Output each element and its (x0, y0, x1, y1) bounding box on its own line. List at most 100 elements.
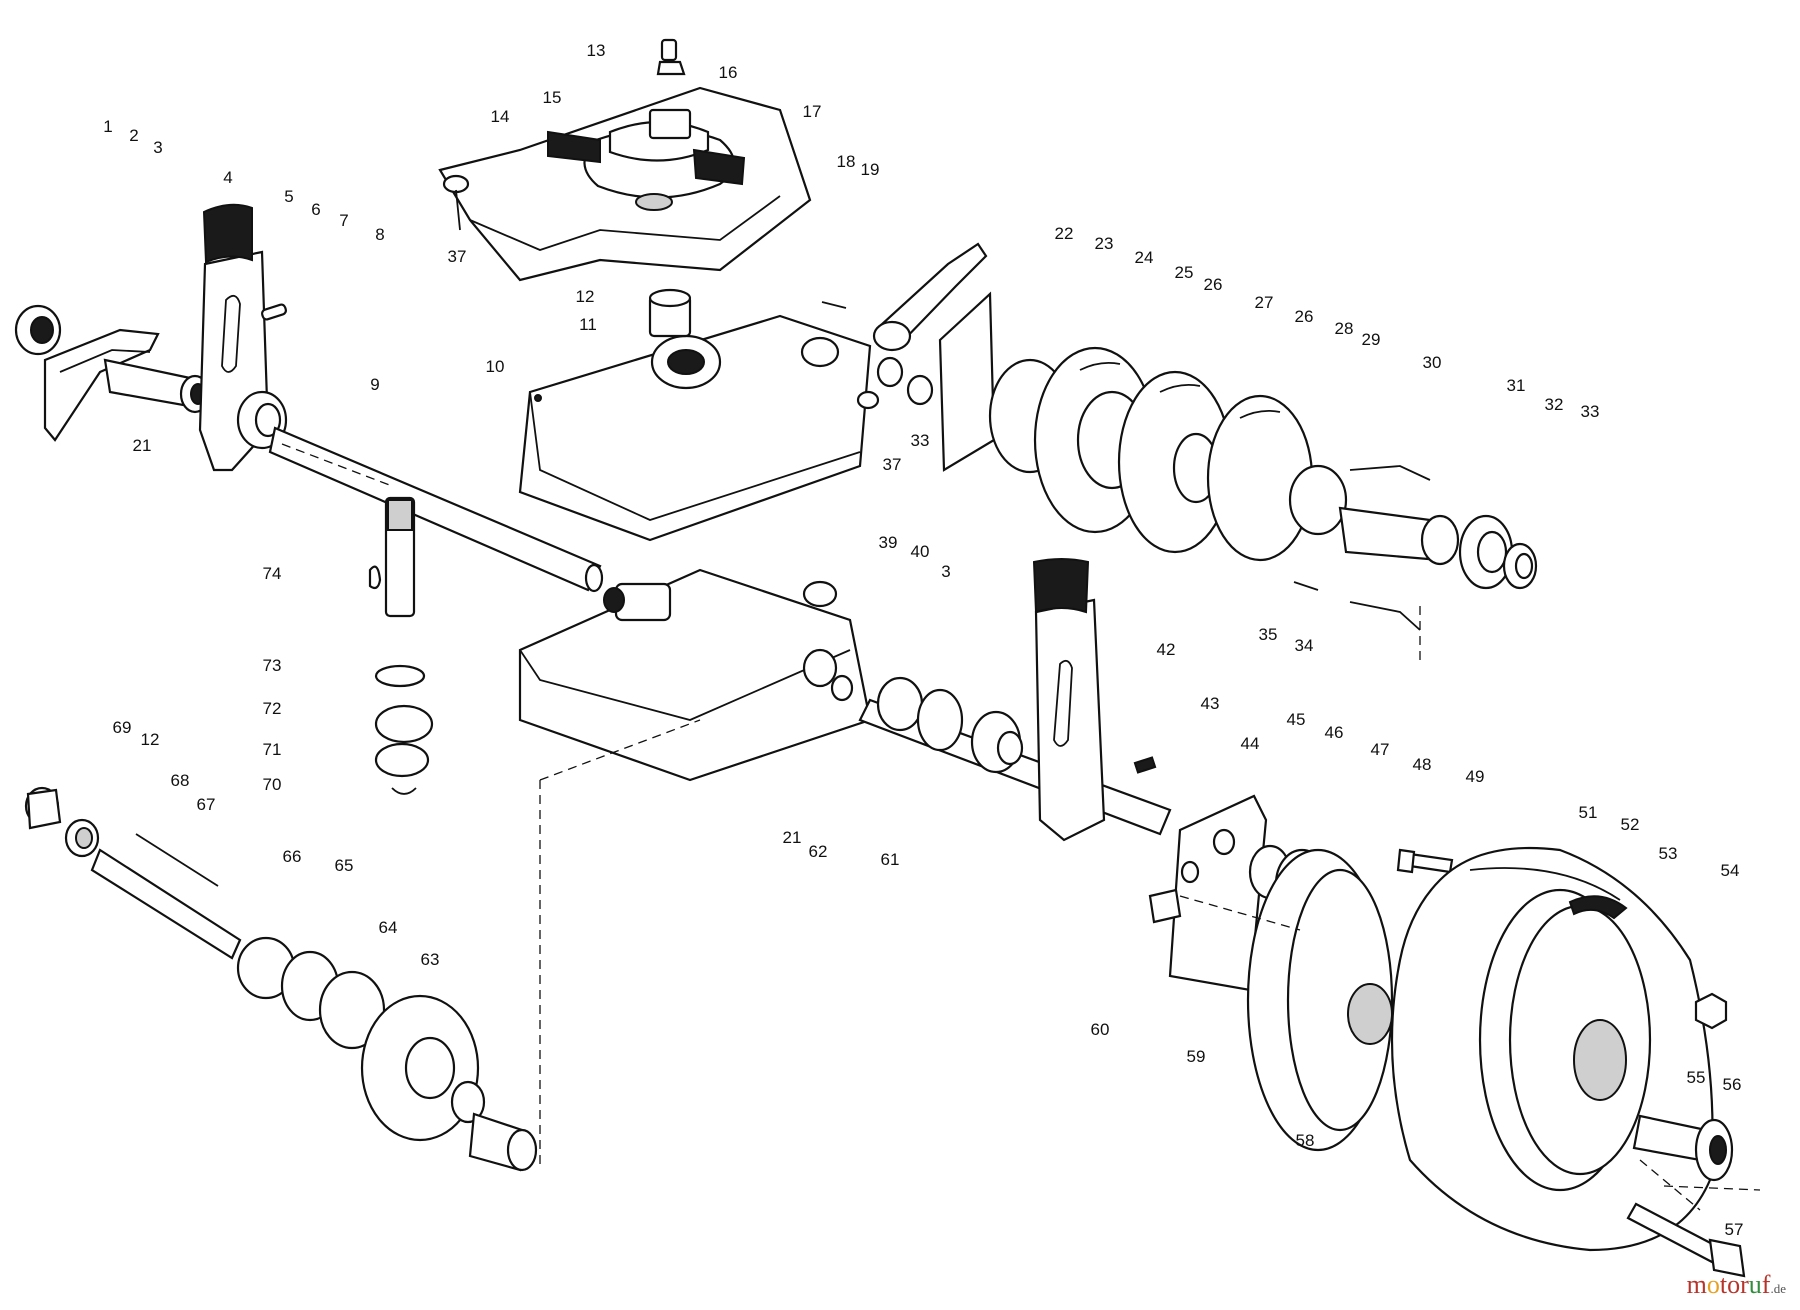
part-label-52: 52 (1621, 815, 1640, 834)
part-label-54: 54 (1721, 861, 1740, 880)
part-label-42: 42 (1157, 640, 1176, 659)
part-spring-clips-30 (1293, 465, 1431, 631)
part-gear-train (24, 786, 538, 1172)
part-label-68: 68 (171, 771, 190, 790)
part-label-74: 74 (263, 564, 282, 583)
part-belt-14 (547, 130, 601, 164)
part-label-23: 23 (1095, 234, 1114, 253)
part-label-72: 72 (263, 699, 282, 718)
part-label-65: 65 (335, 856, 354, 875)
part-label-37: 37 (883, 455, 902, 474)
part-label-67: 67 (197, 795, 216, 814)
part-wheel-bracket-44 (1148, 794, 1268, 992)
part-label-43: 43 (1201, 694, 1220, 713)
part-label-64: 64 (379, 918, 398, 937)
part-label-11: 11 (579, 315, 597, 334)
part-long-shaft-8 (268, 426, 604, 593)
part-label-9: 9 (370, 375, 379, 394)
part-bolt-48 (1396, 848, 1454, 874)
part-label-70: 70 (263, 775, 282, 794)
part-clutch-discs (988, 346, 1348, 562)
part-label-47: 47 (1371, 740, 1390, 759)
part-label-14: 14 (491, 107, 510, 126)
part-label-39: 39 (879, 533, 898, 552)
part-label-3: 3 (153, 138, 162, 157)
part-label-10: 10 (486, 357, 505, 376)
part-label-1: 1 (103, 117, 112, 136)
part-label-8: 8 (375, 225, 384, 244)
part-label-21: 21 (783, 828, 802, 847)
part-label-5: 5 (284, 187, 293, 206)
part-label-30: 30 (1423, 353, 1442, 372)
part-pin-6 (260, 303, 288, 321)
part-label-49: 49 (1466, 767, 1485, 786)
part-label-16: 16 (719, 63, 738, 82)
part-label-71: 71 (263, 740, 282, 759)
part-label-35: 35 (1259, 625, 1278, 644)
part-label-59: 59 (1187, 1047, 1206, 1066)
part-label-37: 37 (448, 247, 467, 266)
part-label-12: 12 (141, 730, 160, 749)
part-label-15: 15 (543, 88, 562, 107)
drawing (14, 38, 1761, 1278)
part-label-24: 24 (1135, 248, 1154, 267)
part-label-57: 57 (1725, 1220, 1744, 1239)
part-label-2: 2 (129, 126, 138, 145)
part-label-25: 25 (1175, 263, 1194, 282)
part-label-17: 17 (803, 102, 822, 121)
part-cover-plate (438, 86, 812, 282)
part-label-61: 61 (881, 850, 900, 869)
part-label-4: 4 (223, 168, 232, 187)
part-label-7: 7 (339, 211, 348, 230)
part-axle (858, 676, 1172, 836)
part-label-22: 22 (1055, 224, 1074, 243)
part-label-66: 66 (283, 847, 302, 866)
part-shift-plate-right (1032, 558, 1157, 842)
part-label-26: 26 (1204, 275, 1223, 294)
part-label-56: 56 (1723, 1075, 1742, 1094)
part-label-34: 34 (1295, 636, 1314, 655)
part-label-32: 32 (1545, 395, 1564, 414)
part-label-12: 12 (576, 287, 595, 306)
part-label-48: 48 (1413, 755, 1432, 774)
part-label-27: 27 (1255, 293, 1274, 312)
part-label-6: 6 (311, 200, 320, 219)
part-label-13: 13 (587, 41, 606, 60)
part-label-21: 21 (133, 436, 152, 455)
part-label-44: 44 (1241, 734, 1260, 753)
part-bracket-23 (938, 291, 996, 472)
part-wheel-hub-52 (1478, 888, 1652, 1192)
part-label-51: 51 (1579, 803, 1598, 822)
part-label-28: 28 (1335, 319, 1354, 338)
part-pinion-shaft-9 (368, 496, 434, 795)
part-label-55: 55 (1687, 1068, 1706, 1087)
part-label-45: 45 (1287, 710, 1306, 729)
part-label-63: 63 (421, 950, 440, 969)
part-label-33: 33 (1581, 402, 1600, 421)
part-label-18: 18 (837, 152, 856, 171)
part-shaft-stub-3 (103, 358, 211, 414)
part-label-73: 73 (263, 656, 282, 675)
part-label-46: 46 (1325, 723, 1344, 742)
alignment-lines (281, 443, 1761, 1211)
part-gear-case-10 (518, 314, 872, 542)
part-label-60: 60 (1091, 1020, 1110, 1039)
part-bolt-37-upper (442, 174, 470, 231)
part-label-53: 53 (1659, 844, 1678, 863)
part-label-62: 62 (809, 842, 828, 861)
part-shift-lever-22 (821, 242, 988, 352)
part-label-19: 19 (861, 160, 880, 179)
part-label-33: 33 (911, 431, 930, 450)
part-label-31: 31 (1507, 376, 1526, 395)
part-label-58: 58 (1296, 1131, 1315, 1150)
part-pad-4 (202, 203, 253, 264)
part-label-26: 26 (1295, 307, 1314, 326)
part-label-29: 29 (1362, 330, 1381, 349)
part-grease-fitting-13 (656, 38, 686, 76)
part-washers-33 (856, 356, 934, 410)
part-bolt-57 (1626, 1202, 1746, 1278)
part-nut-54 (1694, 992, 1728, 1030)
part-sleeve-11 (648, 288, 692, 338)
